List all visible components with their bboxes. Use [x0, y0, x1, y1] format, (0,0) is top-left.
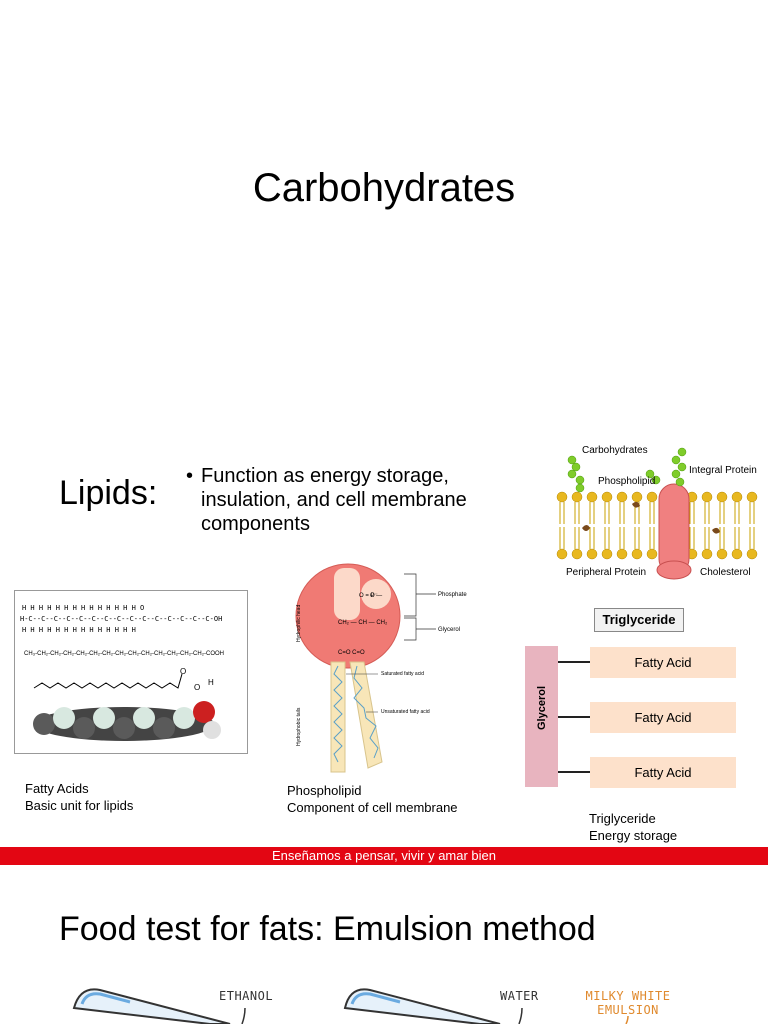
svg-text:H H H H H H H H H H: H H H H H H H H H H H H H H — [22, 626, 136, 634]
footer-motto: Enseñamos a pensar, vivir y amar bien — [272, 848, 496, 863]
fatty-acid-diagram: H H H H H H H H H H H H H H O H-C--C--C-… — [14, 590, 248, 754]
fatty-acid-box: Fatty Acid — [590, 647, 736, 678]
label-cholesterol: Cholesterol — [700, 567, 751, 578]
svg-text:H-C--C--C--C--C--C--C--C--C--C: H-C--C--C--C--C--C--C--C--C--C--C--C--C-… — [20, 615, 222, 623]
bond-line — [558, 771, 590, 773]
svg-text:H: H — [208, 678, 214, 687]
label-phosphate: Phosphate — [438, 592, 467, 598]
phospholipid-diagram: O⁻ O = P — CH₂ — CH — CH₂ C=O C=O Phosph… — [295, 563, 467, 773]
label-peripheral-protein: Peripheral Protein — [566, 567, 646, 578]
fatty-acid-formula: CH₃-CH₂-CH₂-CH₂-CH₂-CH₂-CH₂-CH₂-CH₂-CH₂-… — [24, 651, 224, 657]
triglyceride-title: Triglyceride — [594, 608, 684, 632]
slide-title: Carbohydrates — [252, 166, 516, 210]
glycerol-bar — [525, 646, 558, 787]
emulsion-illustration — [72, 988, 629, 1024]
svg-text:O = P —: O = P — — [359, 593, 382, 599]
bullet-symbol: • — [186, 465, 194, 487]
label-saturated: Saturated fatty acid — [381, 671, 424, 677]
label-hydrophobic-tails: Hydrophobic tails — [296, 707, 302, 746]
footer-bar — [0, 847, 768, 865]
fatty-acid-box: Fatty Acid — [590, 702, 736, 733]
label-phospholipid: Phospholipid — [598, 476, 655, 487]
label-ethanol: ETHANOL — [219, 989, 274, 1003]
bond-line — [558, 661, 590, 663]
label-carbohydrates: Carbohydrates — [582, 445, 648, 456]
slide-title-emulsion: Food test for fats: Emulsion method — [59, 910, 596, 948]
svg-text:O⁻: O⁻ — [370, 593, 378, 599]
label-milky-white-emulsion: MILKY WHITE EMULSION — [585, 989, 671, 1017]
svg-text:C=O C=O: C=O C=O — [338, 650, 365, 656]
fatty-acid-box: Fatty Acid — [590, 757, 736, 788]
cell-membrane-diagram: Carbohydrates Integral Protein Phospholi… — [556, 445, 758, 580]
label-water: WATER — [500, 989, 539, 1003]
svg-text:O: O — [194, 683, 200, 692]
label-hydrophilic-head: Hydrophilic head — [296, 605, 302, 642]
label-unsaturated: Unsaturated fatty acid — [381, 709, 430, 715]
caption-fatty-acids: Fatty Acids Basic unit for lipids — [25, 781, 134, 813]
glycerol-label: Glycerol — [536, 685, 548, 730]
bullet-text: Function as energy storage, insulation, … — [201, 465, 467, 535]
svg-text:H H H H H H H H H H: H H H H H H H H H H H H H H O — [22, 604, 144, 612]
lipids-heading: Lipids: — [59, 474, 158, 512]
svg-text:O: O — [180, 667, 186, 676]
svg-text:CH₂ — CH — CH₂: CH₂ — CH — CH₂ — [338, 620, 388, 626]
bond-line — [558, 716, 590, 718]
label-integral-protein: Integral Protein — [689, 465, 757, 476]
caption-triglyceride: Triglyceride Energy storage — [589, 811, 678, 843]
label-glycerol-phospholipid: Glycerol — [438, 627, 460, 633]
caption-phospholipid: Phospholipid Component of cell membrane — [287, 783, 458, 815]
